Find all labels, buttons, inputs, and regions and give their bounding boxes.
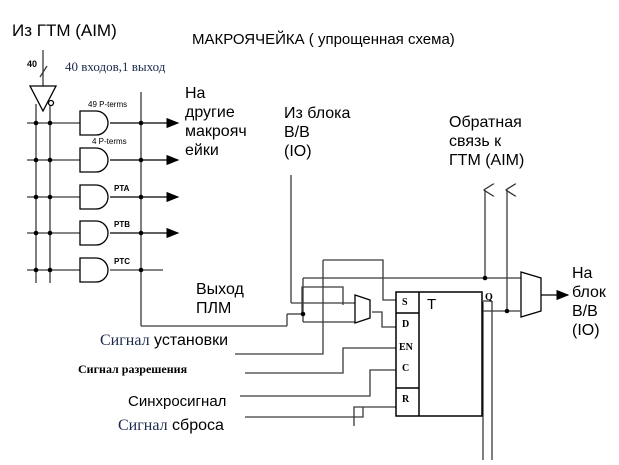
input-buffer	[28, 85, 58, 113]
bus-slash	[39, 65, 48, 78]
text-line: На	[185, 85, 206, 102]
text-line: ПЛМ	[196, 300, 232, 317]
text-line: макрояч	[185, 123, 247, 140]
pterm-label: 49 P-terms	[88, 100, 128, 109]
ff-input-en: EN	[399, 342, 413, 353]
ff-input-r: R	[402, 394, 410, 405]
text-line: другие	[185, 104, 235, 121]
reset-signal-label: Сигнал сброса	[118, 418, 224, 434]
bus-width-label: 40	[27, 59, 38, 69]
set-signal-label: Сигнал установки	[100, 333, 228, 349]
plm-output-label: Выход ПЛМ	[196, 280, 244, 318]
pterm-label: PTB	[114, 220, 130, 229]
ff-input-d: D	[402, 319, 410, 330]
flipflop-type: T	[427, 296, 437, 313]
text-line: блок	[572, 284, 606, 301]
text-line: Выход	[196, 281, 244, 298]
text-line: (IO)	[284, 143, 312, 160]
text-line: На	[572, 265, 593, 282]
text-line: (IO)	[572, 322, 600, 339]
and-gate-ptb	[79, 220, 109, 246]
pterm-label: PTA	[114, 184, 130, 193]
pterm-label: PTC	[114, 257, 130, 266]
and-gates	[79, 110, 109, 283]
bus-note: 40 входов,1 выход	[65, 59, 166, 74]
text-line: Из блока	[284, 105, 351, 122]
text-line: В/В	[284, 124, 310, 141]
ff-output-q: Q	[485, 292, 493, 303]
ff-input-c: C	[402, 363, 410, 374]
text-part: Сигнал	[100, 332, 150, 349]
text-line: В/В	[572, 303, 598, 320]
and-gate-pta	[79, 184, 109, 210]
text-line: Обратная	[449, 114, 522, 131]
clock-signal-label: Синхросигнал	[128, 393, 227, 410]
to-other-macrocells-label: На другие макрояч ейки	[185, 84, 247, 160]
feedback-label: Обратная связь к ГТМ (AIM)	[449, 113, 524, 170]
d-input-mux	[354, 294, 371, 324]
and-gate-4	[79, 147, 109, 173]
pterm-label: 4 P-terms	[92, 137, 127, 146]
text-part: установки	[154, 332, 229, 349]
flip-flop	[395, 291, 483, 417]
text-part: Сигнал	[118, 417, 168, 434]
text-part: сброса	[172, 417, 224, 434]
input-source-label: Из ГТМ (AIM)	[12, 21, 117, 40]
text-line: ейки	[185, 142, 219, 159]
to-io-label: На блок В/В (IO)	[572, 264, 606, 340]
and-gate-ptc	[79, 257, 109, 283]
and-gate-49	[79, 110, 109, 136]
page-title: МАКРОЯЧЕЙКА ( упрощенная схема)	[192, 31, 455, 48]
ff-input-s: S	[402, 297, 408, 308]
text-line: связь к	[449, 133, 502, 150]
enable-signal-label: Сигнал разрешения	[78, 362, 188, 376]
text-line: ГТМ (AIM)	[449, 152, 525, 169]
from-io-label: Из блока В/В (IO)	[284, 104, 350, 161]
